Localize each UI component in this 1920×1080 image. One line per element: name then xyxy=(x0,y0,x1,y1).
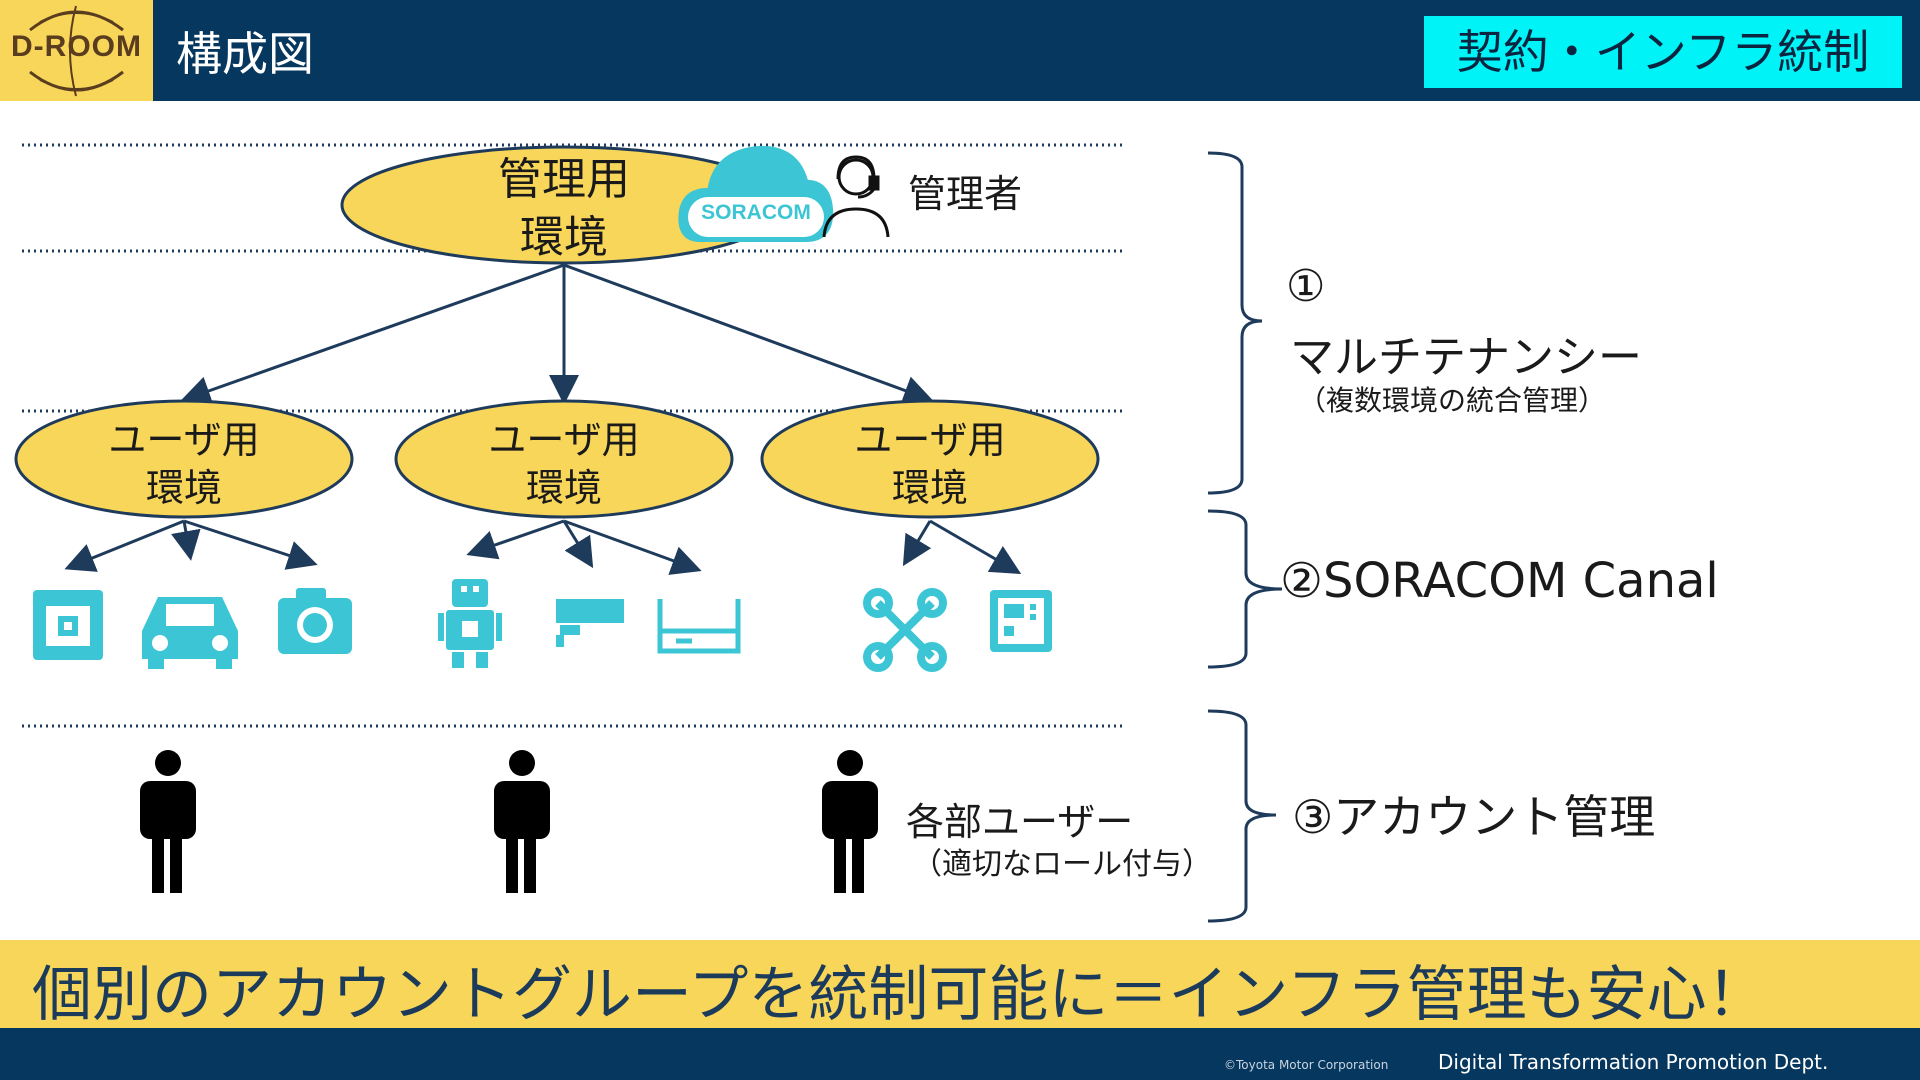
user-env-label-line1: ユーザ用 xyxy=(488,418,640,462)
headset-person-icon xyxy=(822,155,890,238)
gateway-icon xyxy=(990,590,1052,652)
soracom-label: SORACOM xyxy=(701,201,811,224)
summary-banner-text: 個別のアカウントグループを統制可能に＝インフラ管理も安心！ xyxy=(32,960,1767,1030)
camera-icon xyxy=(278,588,352,654)
section-1-number: ① xyxy=(1286,261,1326,312)
admin-env-label-line1: 管理用 xyxy=(498,154,630,205)
category-badge: 契約・インフラ統制 xyxy=(1424,16,1902,88)
soracom-cloud-icon xyxy=(678,145,834,242)
user-env-label-line1: ユーザ用 xyxy=(108,418,260,462)
user-group-label: 各部ユーザー xyxy=(906,800,1134,844)
header-bar: D-ROOM 構成図 契約・インフラ統制 xyxy=(0,0,1920,101)
summary-banner: 個別のアカウントグループを統制可能に＝インフラ管理も安心！ xyxy=(0,940,1920,1030)
department-text: Digital Transformation Promotion Dept. xyxy=(1438,1050,1829,1074)
logo-rings-icon xyxy=(29,5,124,97)
arrow xyxy=(64,519,185,572)
arrow xyxy=(180,263,565,406)
section-bracket xyxy=(1207,151,1263,495)
diagram-canvas xyxy=(14,143,1283,923)
logo-text: D-ROOM xyxy=(11,30,142,63)
user-env-label-line2: 環境 xyxy=(145,466,222,510)
user-env-ellipse xyxy=(14,399,354,519)
copyright-text: ©Toyota Motor Corporation xyxy=(1224,1058,1389,1072)
architecture-diagram: SORACOM 管理用 環境 管理者 ユーザ用 環境 ユーザ用 環境 ユーザ用 … xyxy=(0,101,1920,939)
security-camera-icon xyxy=(556,599,624,647)
section-2-title: ②SORACOM Canal xyxy=(1280,553,1719,609)
arrow xyxy=(171,520,201,561)
section-bracket xyxy=(1207,709,1277,923)
admin-label: 管理者 xyxy=(908,172,1023,216)
drone-icon xyxy=(863,588,947,672)
robot-icon xyxy=(438,579,502,668)
router-icon xyxy=(657,599,741,654)
arrow xyxy=(183,519,318,570)
board-icon xyxy=(33,590,103,660)
person-icon xyxy=(494,750,550,893)
arrow xyxy=(562,520,594,569)
arrow xyxy=(929,519,1022,575)
person-icon xyxy=(140,750,196,893)
user-env-label-line2: 環境 xyxy=(891,466,968,510)
arrow xyxy=(563,263,934,405)
user-env-ellipse xyxy=(394,399,734,519)
arrow xyxy=(902,520,932,567)
arrow xyxy=(563,519,702,575)
admin-env-label-line2: 環境 xyxy=(520,212,608,263)
section-bracket xyxy=(1207,509,1283,669)
user-env-ellipse xyxy=(760,399,1100,519)
footer-bar: ©Toyota Motor Corporation Digital Transf… xyxy=(0,1028,1920,1080)
user-group-sub: （適切なロール付与） xyxy=(912,847,1212,882)
user-env-label-line2: 環境 xyxy=(525,466,602,510)
section-1-title: マルチテナンシー xyxy=(1290,332,1642,383)
person-icon xyxy=(822,750,878,893)
section-3-title: ③アカウント管理 xyxy=(1292,790,1656,844)
section-1-subtitle: （複数環境の統合管理） xyxy=(1298,384,1607,417)
car-icon xyxy=(142,597,238,669)
d-room-logo: D-ROOM xyxy=(0,0,153,101)
arrow xyxy=(466,519,565,560)
user-env-label-line1: ユーザ用 xyxy=(854,418,1006,462)
page-title: 構成図 xyxy=(176,27,314,81)
